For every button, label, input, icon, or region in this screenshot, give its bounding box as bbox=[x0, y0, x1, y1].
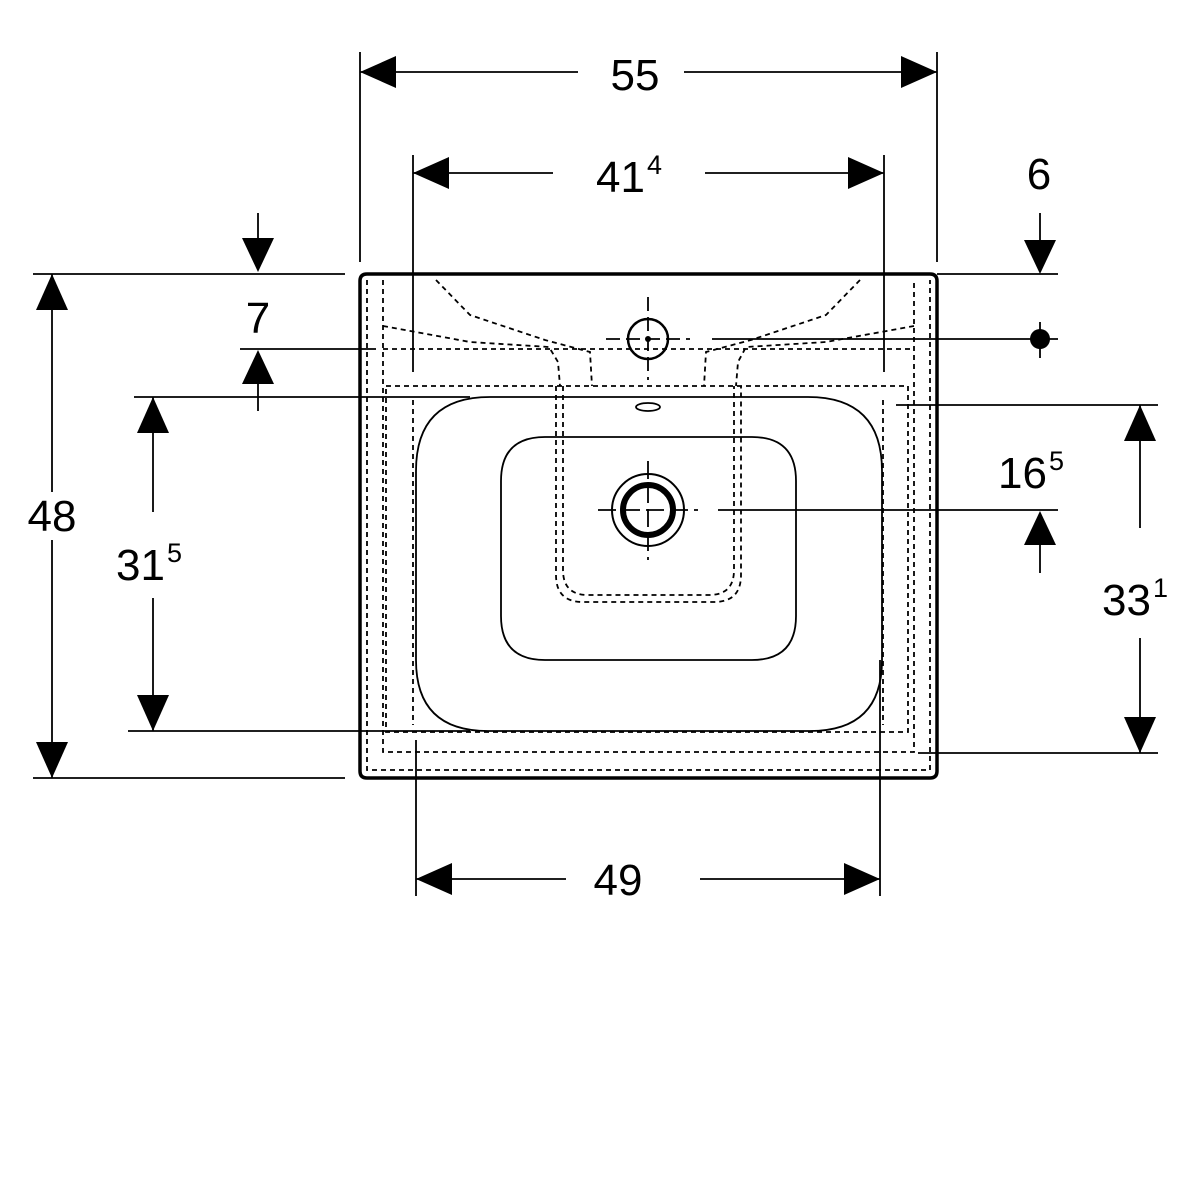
hidden-back-basin-left bbox=[435, 279, 593, 387]
hidden-outer-frame bbox=[366, 280, 931, 771]
bowl-outline bbox=[415, 396, 883, 732]
dimension-label-41-4: 414 bbox=[596, 150, 662, 202]
drain-icon bbox=[598, 461, 698, 560]
dimension-overall-depth: 48 bbox=[28, 273, 345, 779]
dimension-drain-height: 165 bbox=[718, 446, 1064, 573]
dimension-label-33-1: 331 bbox=[1102, 573, 1168, 625]
tap-reference-dot bbox=[1030, 329, 1050, 349]
hidden-outer-frame-2 bbox=[382, 280, 915, 753]
dimension-back-rim: 7 bbox=[134, 213, 470, 411]
overflow-slot bbox=[635, 402, 661, 412]
dimension-label-55: 55 bbox=[611, 51, 660, 100]
hidden-back-rim bbox=[382, 325, 561, 387]
hidden-drain-channel bbox=[555, 386, 742, 603]
hidden-inner-frame bbox=[385, 385, 909, 733]
dimension-label-48: 48 bbox=[28, 492, 77, 541]
dimension-overall-width: 55 bbox=[359, 51, 938, 262]
hidden-back-basin-right bbox=[703, 279, 861, 387]
dimension-label-49: 49 bbox=[594, 856, 643, 905]
drain-recess-outline bbox=[500, 436, 797, 661]
dimension-tap-offset: 6 bbox=[712, 150, 1058, 358]
dimension-bowl-width: 49 bbox=[415, 660, 881, 905]
dimension-label-6: 6 bbox=[1027, 150, 1051, 199]
dimension-label-7: 7 bbox=[246, 294, 270, 343]
dimension-inner-width: 414 bbox=[412, 150, 885, 372]
hidden-back-rim-right bbox=[735, 325, 915, 387]
dimension-bowl-depth: 315 bbox=[116, 397, 470, 732]
dimension-label-16-5: 165 bbox=[998, 446, 1064, 498]
basin-outer-outline bbox=[358, 272, 939, 780]
basin-body bbox=[358, 272, 939, 780]
dimension-front-depth: 331 bbox=[896, 404, 1168, 754]
tap-hole bbox=[606, 297, 690, 380]
dimension-label-31-5: 315 bbox=[116, 538, 182, 590]
